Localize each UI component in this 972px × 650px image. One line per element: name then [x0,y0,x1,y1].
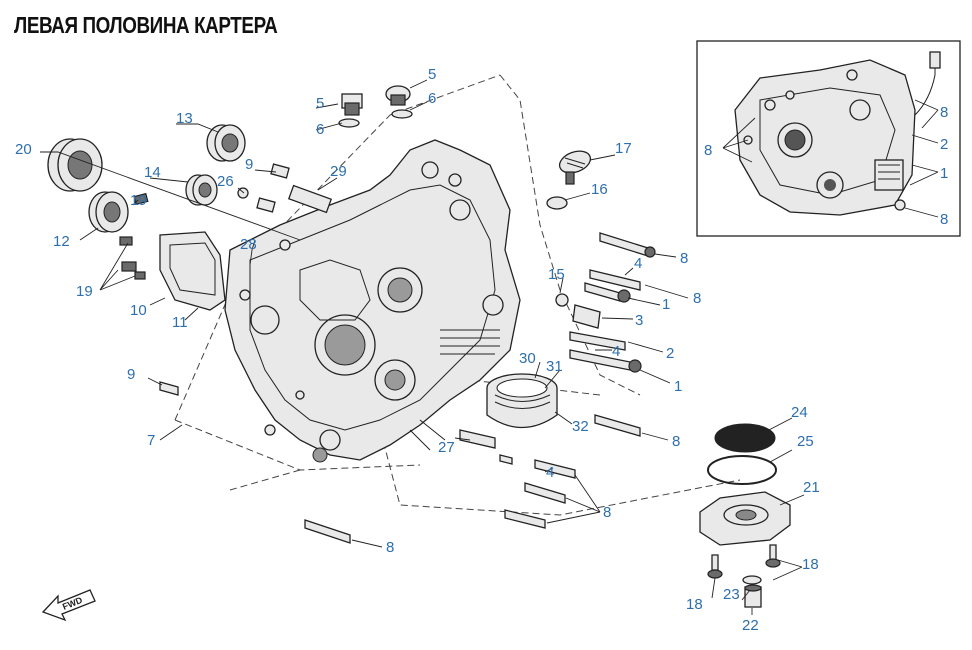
small-parts-left [119,163,333,280]
plug-5-left [338,93,363,128]
inset-view: 8 8 2 1 8 [696,40,961,237]
callout-20: 20 [15,141,32,158]
callout-31: 31 [546,358,563,375]
callout-13: 13 [176,110,193,127]
callout-18-left: 18 [686,596,703,613]
callout-1-a: 1 [662,296,670,313]
crankcase-half [224,139,521,463]
callout-26: 26 [217,173,234,190]
callout-24: 24 [791,404,808,421]
filter-cover [699,423,791,608]
leader-lines [40,79,805,615]
callout-labels: 20 13 5 5 6 6 9 29 14 26 19 12 28 19 10 … [15,66,820,634]
callout-25: 25 [797,433,814,450]
callout-6-left: 6 [316,121,324,138]
callout-8-e: 8 [386,539,394,556]
inset-leaders [722,99,939,218]
callout-1-b: 1 [674,378,682,395]
bolts-right [159,232,656,544]
callout-12: 12 [53,233,70,250]
callout-3: 3 [635,312,643,329]
callout-19-upper: 19 [130,192,147,209]
callout-4-c: 4 [546,464,554,481]
callout-4-a: 4 [634,255,642,272]
inset-callout-8-upper: 8 [940,104,948,121]
callout-32: 32 [572,418,589,435]
bearing-13 [206,124,246,162]
callout-9-upper: 9 [245,156,253,173]
inset-callout-8-left: 8 [704,142,712,159]
callout-29: 29 [330,163,347,180]
callout-11: 11 [172,314,188,331]
callout-8-d: 8 [603,504,611,521]
inset-callout-1: 1 [940,165,948,182]
bearing-14 [185,174,218,206]
callout-4-b: 4 [612,343,620,360]
callout-18-right: 18 [802,556,819,573]
callout-28: 28 [240,236,257,253]
plate-10-11 [159,231,226,311]
plug-5-right [385,85,413,119]
callout-2: 2 [666,345,674,362]
callout-15: 15 [548,266,565,283]
callout-5-left: 5 [316,95,324,112]
callout-8-a: 8 [680,250,688,267]
cap-17 [558,150,592,185]
inset-assembly [734,51,941,216]
callout-10: 10 [130,302,147,319]
callout-21: 21 [803,479,820,496]
callout-5-right: 5 [428,66,436,83]
assembly-outline [174,74,741,516]
callout-16: 16 [591,181,608,198]
callout-19-lower: 19 [76,283,93,300]
callout-9-lower: 9 [127,366,135,383]
callout-8-c: 8 [672,433,680,450]
washer-16 [546,196,568,210]
inset-callout-8-lower: 8 [940,211,948,228]
callout-6-right: 6 [428,90,436,107]
bearing-12 [88,191,129,233]
callout-22: 22 [742,617,759,634]
liner-30-32 [486,373,558,428]
page-title: ЛЕВАЯ ПОЛОВИНА КАРТЕРА [14,12,278,38]
callout-17: 17 [615,140,632,157]
callout-14: 14 [144,164,161,181]
fwd-arrow: FWD [41,589,96,622]
inset-callout-2: 2 [940,136,948,153]
callout-23: 23 [723,586,740,603]
callout-7: 7 [147,432,155,449]
callout-8-b: 8 [693,290,701,307]
callout-30: 30 [519,350,536,367]
callout-27: 27 [438,439,455,456]
